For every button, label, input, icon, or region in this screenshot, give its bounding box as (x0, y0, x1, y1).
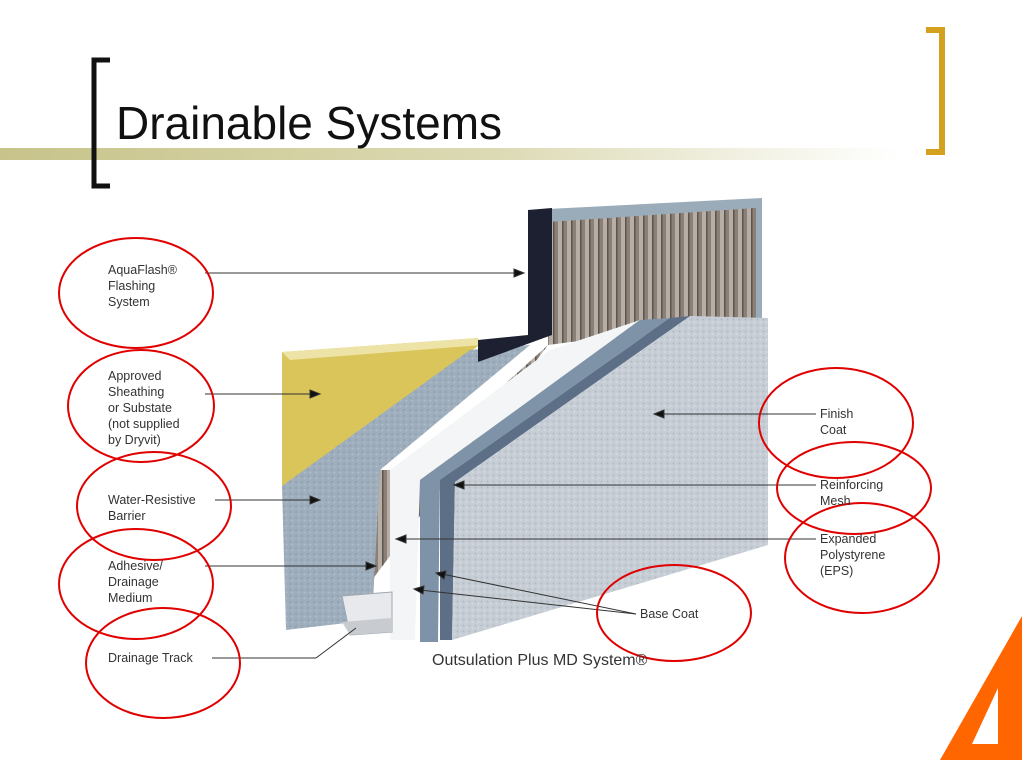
label-track: Drainage Track (108, 650, 193, 666)
leader-track-2 (315, 627, 357, 659)
left-bracket (91, 57, 110, 189)
label-line: System (108, 295, 150, 309)
label-line: Expanded (820, 532, 877, 546)
arrow-basecoat-2 (412, 585, 425, 595)
arrow-barrier (309, 495, 322, 505)
circle-barrier (76, 451, 232, 561)
label-line: by Dryvit) (108, 433, 161, 447)
label-line: Sheathing (108, 385, 165, 399)
label-line: Mesh (820, 494, 851, 508)
sheathing-panel (282, 338, 478, 486)
corner-logo (940, 616, 1022, 760)
arrow-basecoat-1 (434, 570, 447, 580)
sheathing-top-edge (282, 338, 482, 360)
label-sheathing: Approved Sheathing or Substate (not supp… (108, 368, 180, 448)
label-line: Flashing (108, 279, 156, 293)
label-basecoat: Base Coat (640, 606, 698, 622)
label-line: Medium (108, 591, 153, 605)
arrow-finish (652, 409, 665, 419)
label-barrier: Water-Resistive Barrier (108, 492, 196, 524)
arrow-eps (394, 534, 407, 544)
circle-finish (758, 367, 914, 479)
circle-basecoat (596, 564, 752, 662)
label-line: AquaFlash® (108, 263, 177, 277)
label-line: Drainage (108, 575, 159, 589)
diagram-caption: Outsulation Plus MD System® (432, 652, 648, 669)
water-resistive-barrier (282, 345, 530, 630)
label-line: Reinforcing (820, 478, 884, 492)
label-line: Finish (820, 407, 854, 421)
leader-basecoat-1 (441, 573, 637, 615)
label-line: Base Coat (640, 607, 699, 621)
header-decoration (0, 27, 945, 189)
arrow-aquaflash (513, 268, 526, 278)
label-line: Approved (108, 369, 162, 383)
label-eps: Expanded Polystyrene (EPS) (820, 531, 885, 579)
label-aquaflash: AquaFlash® Flashing System (108, 262, 177, 310)
label-line: Drainage Track (108, 651, 193, 665)
label-line: Water-Resistive (108, 493, 196, 507)
drainage-track-lip (342, 618, 392, 635)
label-finish: Finish Coat (820, 406, 853, 438)
label-line: Barrier (108, 509, 146, 523)
arrow-mesh (452, 480, 465, 490)
arrow-sheathing (309, 389, 322, 399)
label-line: Adhesive/ (108, 559, 163, 573)
label-adhesive: Adhesive/ Drainage Medium (108, 558, 163, 606)
circle-adhesive (58, 528, 214, 640)
logo-triangle (940, 616, 1022, 760)
aquaflash-flashing (478, 208, 552, 362)
leader-basecoat-2 (419, 589, 637, 615)
label-line: Coat (820, 423, 847, 437)
arrow-adhesive (365, 561, 378, 571)
circle-sheathing (67, 349, 215, 463)
right-bracket (926, 27, 945, 155)
label-mesh: Reinforcing Mesh (820, 477, 883, 509)
circle-mesh (776, 441, 932, 535)
slide-title: Drainable Systems (116, 97, 503, 149)
label-line: (not supplied (108, 417, 180, 431)
drainage-ribs-upper (565, 208, 756, 340)
logo-triangle-cutout (972, 688, 998, 744)
label-line: or Substate (108, 401, 172, 415)
eps-layer (390, 320, 640, 640)
circle-eps (784, 502, 940, 614)
label-line: (EPS) (820, 564, 854, 578)
label-line: Polystyrene (820, 548, 886, 562)
finish-coat (452, 316, 768, 640)
circle-aquaflash (58, 237, 214, 349)
circle-track (85, 607, 241, 719)
header-bar (0, 148, 900, 160)
